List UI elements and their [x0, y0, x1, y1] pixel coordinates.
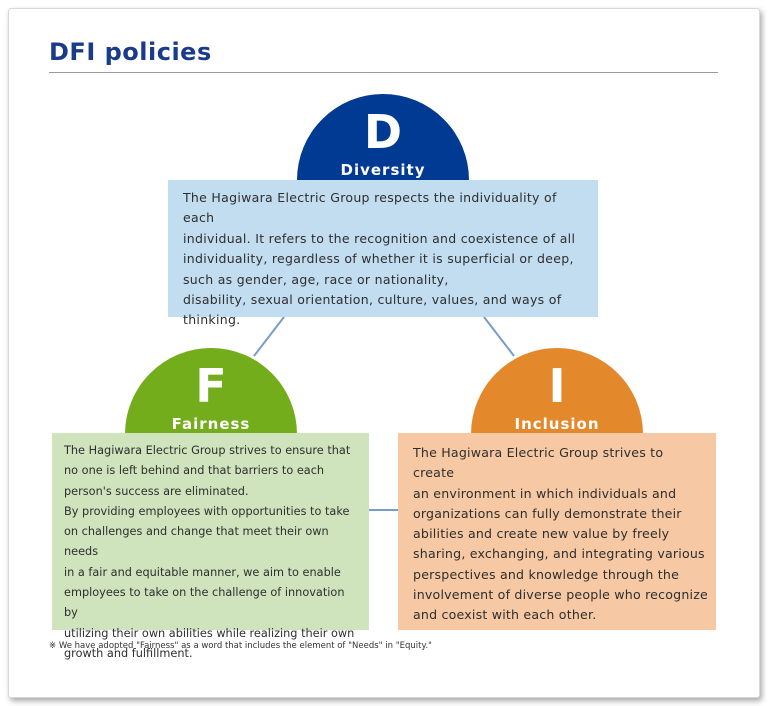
footnote: ※ We have adopted "Fairness" as a word t…: [49, 641, 432, 651]
diversity-line: The Hagiwara Electric Group respects the…: [183, 190, 557, 226]
diversity-line: individual. It refers to the recognition…: [183, 230, 576, 246]
inclusion-line: perspectives and knowledge through the: [413, 566, 680, 582]
diversity-label: Diversity: [340, 161, 426, 179]
inclusion-line: organizations can fully demonstrate thei…: [413, 505, 682, 521]
fairness-line: person's success are eliminated.: [64, 484, 249, 498]
inclusion-line: an environment in which individuals and: [413, 485, 677, 501]
connector-d-i: [483, 316, 515, 357]
inclusion-line: sharing, exchanging, and integrating var…: [413, 546, 705, 562]
fairness-letter: F: [195, 359, 227, 413]
fairness-line: The Hagiwara Electric Group strives to e…: [64, 444, 351, 457]
title-divider: [49, 72, 718, 73]
fairness-line: utilizing their own abilities while real…: [64, 626, 355, 640]
diversity-description: The Hagiwara Electric Group respects the…: [168, 180, 598, 327]
fairness-line: growth and fulfillment.: [64, 646, 193, 660]
fairness-label: Fairness: [171, 415, 251, 433]
inclusion-line: abilities and create new value by freely: [413, 526, 670, 542]
inclusion-description: The Hagiwara Electric Group strives to c…: [398, 433, 716, 630]
inclusion-label: Inclusion: [514, 415, 600, 433]
fairness-line: on challenges and change that meet their…: [64, 525, 329, 559]
inclusion-line: The Hagiwara Electric Group strives to c…: [413, 445, 664, 481]
inclusion-line: and coexist with each other.: [413, 607, 597, 623]
fairness-line: employees to take on the challenge of in…: [64, 586, 345, 620]
diversity-line: thinking.: [183, 312, 241, 328]
diversity-line: such as gender, age, race or nationality…: [183, 271, 449, 287]
diversity-line: disability, sexual orientation, culture,…: [183, 292, 562, 308]
fairness-line: By providing employees with opportunitie…: [64, 504, 350, 518]
fairness-line: no one is left behind and that barriers …: [64, 464, 325, 478]
diversity-letter: D: [363, 105, 403, 159]
diversity-line: individuality, regardless of whether it …: [183, 251, 574, 267]
inclusion-line: involvement of diverse people who recogn…: [413, 587, 708, 603]
fairness-description: The Hagiwara Electric Group strives to e…: [52, 433, 369, 660]
connector-d-f: [253, 316, 285, 357]
fairness-line: in a fair and equitable manner, we aim t…: [64, 565, 341, 579]
page-title: DFI policies: [49, 38, 212, 66]
inclusion-letter: I: [548, 359, 566, 413]
